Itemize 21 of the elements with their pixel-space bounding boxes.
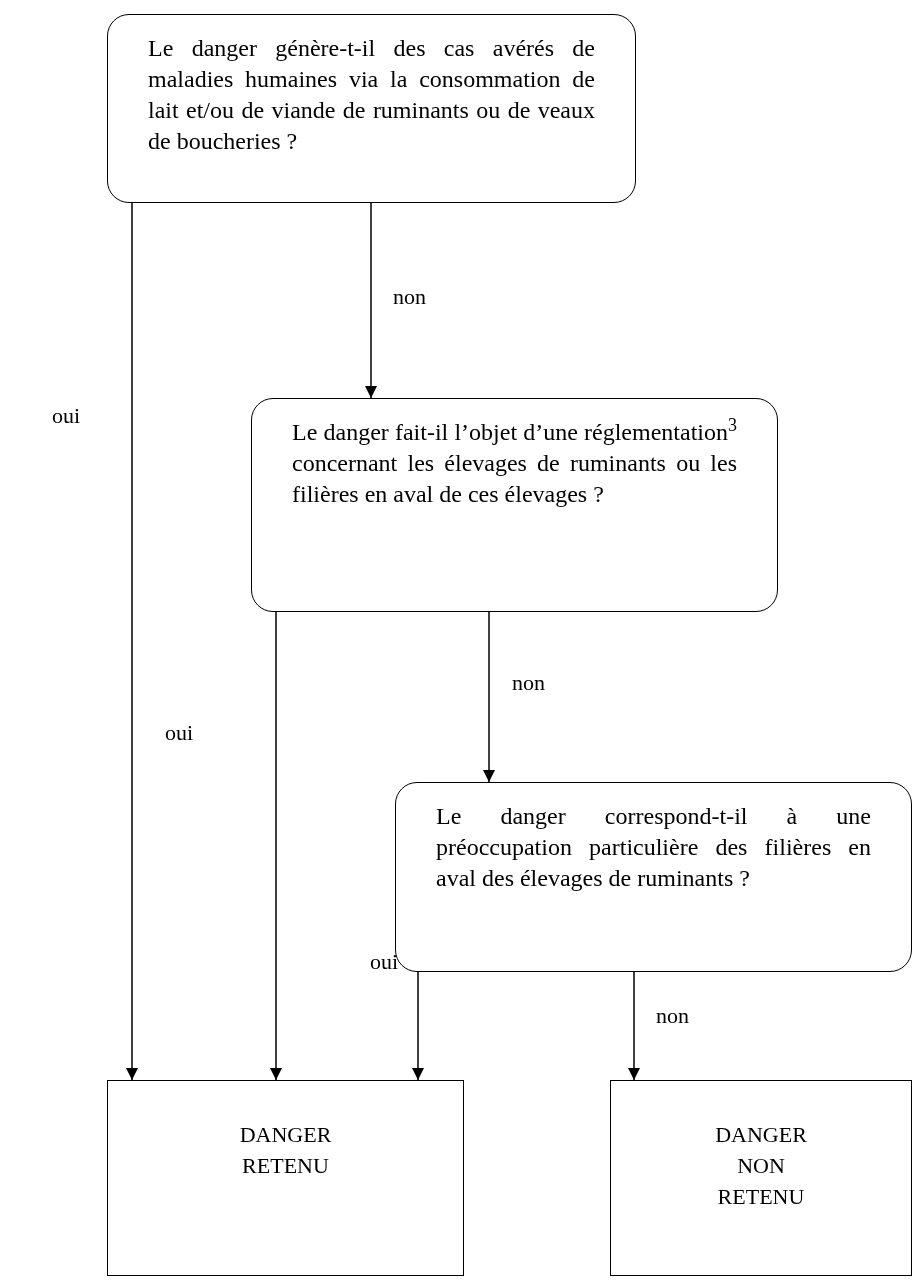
result-text: DANGER NON RETENU [714,1121,808,1211]
decision-box [251,398,778,612]
edge-label: non [393,286,426,308]
result-box [107,1080,464,1276]
result-box [610,1080,912,1276]
arrow [628,971,640,1081]
edge-label: non [656,1005,689,1027]
arrow [126,202,138,1081]
arrow [412,971,424,1081]
question-text: Le danger correspond-t-il à une préoccupation particulière des filières en aval des élevages de ruminants ? [436,802,871,893]
arrow [483,611,495,783]
edge-label: oui [370,951,399,973]
edge-label: non [512,672,545,694]
question-text: Le danger fait-il l’objet d’une réglementation$^{3}$ concernant les élevages de ruminants ou les filières en aval de ces élevages ? [292,417,737,509]
decision-box [107,14,636,203]
arrow [270,611,282,1081]
edge-label: oui [165,722,194,744]
arrow [365,202,377,399]
edge-label: oui [52,405,81,427]
question-text: Le danger génère-t-il des cas avérés de maladies humaines via la consommation de lait et/ou de viande de ruminants ou de veaux de boucheries ? [148,34,595,156]
result-text: DANGER RETENU [238,1121,333,1180]
